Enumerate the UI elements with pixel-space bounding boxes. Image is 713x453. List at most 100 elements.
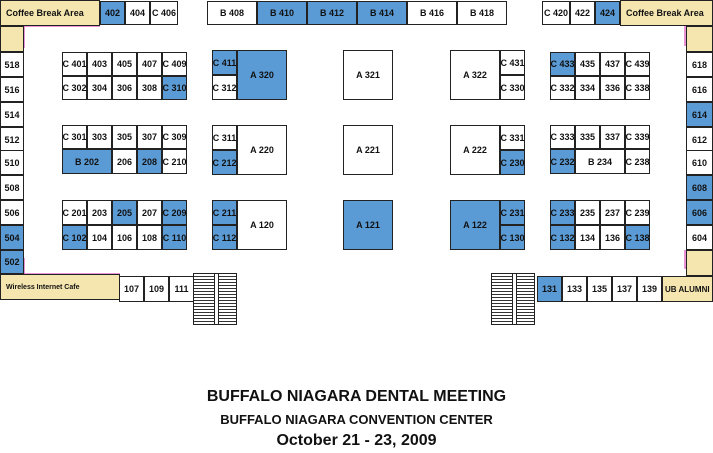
booth-612[interactable]: 612: [686, 127, 713, 152]
booth-c-431[interactable]: C 431: [500, 50, 525, 75]
booth-610[interactable]: 610: [686, 150, 713, 175]
booth-235[interactable]: 235: [575, 200, 600, 225]
booth-a-220[interactable]: A 220: [237, 125, 287, 175]
booth-c-211[interactable]: C 211: [212, 200, 237, 225]
booth-405[interactable]: 405: [112, 52, 137, 76]
booth-111[interactable]: 111: [169, 276, 194, 302]
booth-c-210[interactable]: C 210: [162, 149, 187, 174]
booth-a-120[interactable]: A 120: [237, 200, 287, 250]
booth-514[interactable]: 514: [0, 102, 24, 127]
booth-b-234[interactable]: B 234: [575, 149, 625, 174]
booth-335[interactable]: 335: [575, 125, 600, 149]
booth-a-221[interactable]: A 221: [343, 125, 393, 175]
booth-208[interactable]: 208: [137, 149, 162, 174]
booth-422[interactable]: 422: [570, 1, 595, 25]
booth-337[interactable]: 337: [600, 125, 625, 149]
booth-104[interactable]: 104: [87, 225, 112, 250]
booth-c-331[interactable]: C 331: [500, 125, 525, 150]
booth-c-201[interactable]: C 201: [62, 200, 87, 225]
booth-305[interactable]: 305: [112, 125, 137, 149]
booth-207[interactable]: 207: [137, 200, 162, 225]
booth-407[interactable]: 407: [137, 52, 162, 76]
booth-c-332[interactable]: C 332: [550, 76, 575, 100]
booth-b-410[interactable]: B 410: [257, 1, 307, 25]
booth-c-212[interactable]: C 212: [212, 150, 237, 175]
booth-c-231[interactable]: C 231: [500, 200, 525, 225]
booth-109[interactable]: 109: [144, 276, 169, 302]
booth-606[interactable]: 606: [686, 200, 713, 225]
booth-308[interactable]: 308: [137, 76, 162, 100]
booth-137[interactable]: 137: [612, 276, 637, 302]
booth-c-302[interactable]: C 302: [62, 76, 87, 100]
booth-c-110[interactable]: C 110: [162, 225, 187, 250]
booth-508[interactable]: 508: [0, 175, 24, 200]
booth-334[interactable]: 334: [575, 76, 600, 100]
booth-c-239[interactable]: C 239: [625, 200, 650, 225]
booth-c-310[interactable]: C 310: [162, 76, 187, 100]
booth-a-322[interactable]: A 322: [450, 50, 500, 100]
booth-c-102[interactable]: C 102: [62, 225, 87, 250]
booth-134[interactable]: 134: [575, 225, 600, 250]
booth-206[interactable]: 206: [112, 149, 137, 174]
booth-133[interactable]: 133: [562, 276, 587, 302]
booth-c-309[interactable]: C 309: [162, 125, 187, 149]
booth-403[interactable]: 403: [87, 52, 112, 76]
booth-c-409[interactable]: C 409: [162, 52, 187, 76]
booth-424[interactable]: 424: [595, 1, 620, 25]
booth-237[interactable]: 237: [600, 200, 625, 225]
booth-518[interactable]: 518: [0, 52, 24, 77]
booth-c-132[interactable]: C 132: [550, 225, 575, 250]
booth-435[interactable]: 435: [575, 52, 600, 76]
booth-b-408[interactable]: B 408: [207, 1, 257, 25]
booth-c-311[interactable]: C 311: [212, 125, 237, 150]
booth-c-312[interactable]: C 312: [212, 75, 237, 100]
booth-c-433[interactable]: C 433: [550, 52, 575, 76]
booth-a-320[interactable]: A 320: [237, 50, 287, 100]
booth-c-330[interactable]: C 330: [500, 75, 525, 100]
booth-306[interactable]: 306: [112, 76, 137, 100]
booth-b-412[interactable]: B 412: [307, 1, 357, 25]
booth-510[interactable]: 510: [0, 150, 24, 175]
booth-a-222[interactable]: A 222: [450, 125, 500, 175]
booth-b-418[interactable]: B 418: [457, 1, 507, 25]
booth-c-406[interactable]: C 406: [150, 1, 178, 25]
booth-516[interactable]: 516: [0, 77, 24, 102]
booth-c-130[interactable]: C 130: [500, 225, 525, 250]
booth-c-339[interactable]: C 339: [625, 125, 650, 149]
booth-c-209[interactable]: C 209: [162, 200, 187, 225]
booth-136[interactable]: 136: [600, 225, 625, 250]
booth-437[interactable]: 437: [600, 52, 625, 76]
booth-c-338[interactable]: C 338: [625, 76, 650, 100]
booth-c-333[interactable]: C 333: [550, 125, 575, 149]
booth-139[interactable]: 139: [637, 276, 662, 302]
booth-b-416[interactable]: B 416: [407, 1, 457, 25]
booth-c-411[interactable]: C 411: [212, 50, 237, 75]
booth-108[interactable]: 108: [137, 225, 162, 250]
booth-b-414[interactable]: B 414: [357, 1, 407, 25]
booth-107[interactable]: 107: [119, 276, 144, 302]
booth-c-233[interactable]: C 233: [550, 200, 575, 225]
booth-404[interactable]: 404: [125, 1, 150, 25]
booth-304[interactable]: 304: [87, 76, 112, 100]
booth-616[interactable]: 616: [686, 77, 713, 102]
booth-c-439[interactable]: C 439: [625, 52, 650, 76]
booth-a-121[interactable]: A 121: [343, 200, 393, 250]
booth-a-321[interactable]: A 321: [343, 50, 393, 100]
booth-203[interactable]: 203: [87, 200, 112, 225]
booth-512[interactable]: 512: [0, 127, 24, 152]
booth-c-238[interactable]: C 238: [625, 149, 650, 174]
booth-135[interactable]: 135: [587, 276, 612, 302]
booth-303[interactable]: 303: [87, 125, 112, 149]
booth-506[interactable]: 506: [0, 200, 24, 225]
booth-c-230[interactable]: C 230: [500, 150, 525, 175]
booth-502[interactable]: 502: [0, 250, 24, 274]
booth-205[interactable]: 205: [112, 200, 137, 225]
booth-504[interactable]: 504: [0, 225, 24, 250]
booth-106[interactable]: 106: [112, 225, 137, 250]
booth-336[interactable]: 336: [600, 76, 625, 100]
booth-c-232[interactable]: C 232: [550, 149, 575, 174]
booth-307[interactable]: 307: [137, 125, 162, 149]
booth-c-138[interactable]: C 138: [625, 225, 650, 250]
booth-608[interactable]: 608: [686, 175, 713, 200]
booth-c-401[interactable]: C 401: [62, 52, 87, 76]
